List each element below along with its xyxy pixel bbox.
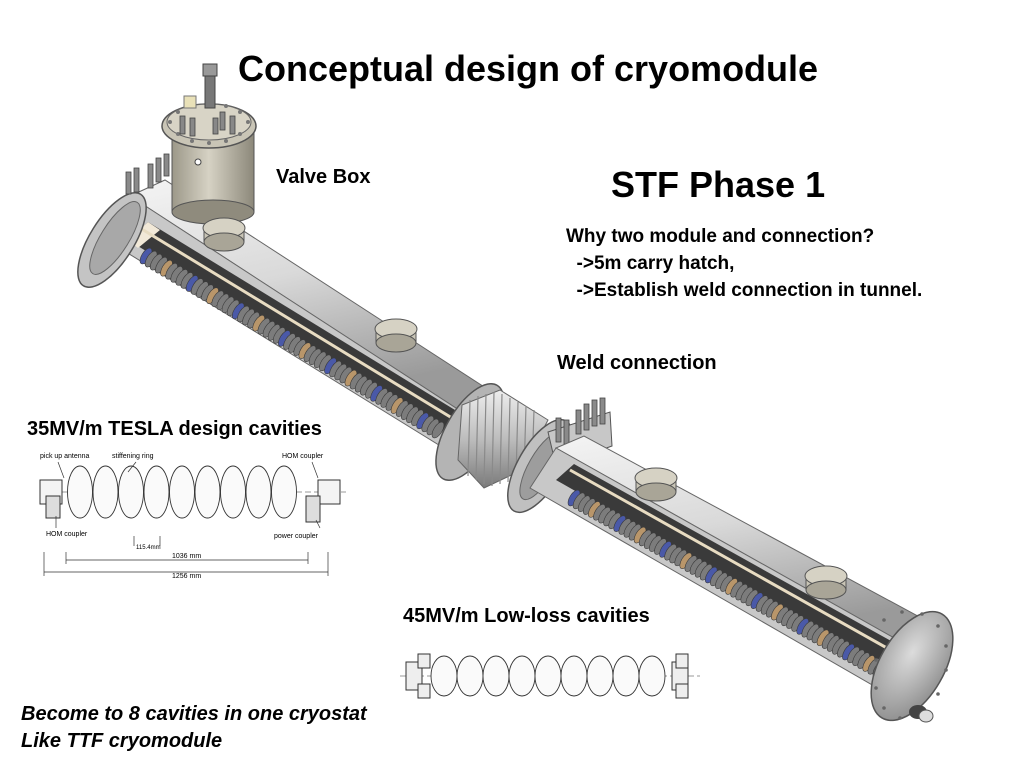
- tesla-cavity-drawing: pick up antenna stiffening ring HOM coup…: [39, 453, 346, 580]
- stiffening-ring-callout: stiffening ring: [112, 453, 154, 460]
- lowloss-cell: [456, 655, 484, 697]
- tesla-cell: [67, 465, 93, 519]
- tesla-cavities-label: 35MV/m TESLA design cavities: [27, 418, 322, 440]
- power-coupler-callout: power coupler: [274, 533, 319, 540]
- lowloss-cell: [638, 655, 666, 697]
- right-end-cap: [870, 610, 954, 723]
- lowloss-cell: [508, 655, 536, 697]
- hom-coupler-bottom-callout: HOM coupler: [46, 531, 88, 538]
- upper-service-port-1: [202, 217, 246, 252]
- tesla-cell: [245, 465, 272, 519]
- lowloss-cell: [586, 655, 614, 697]
- upper-service-port-2: [374, 318, 418, 353]
- pickup-antenna-callout: pick up antenna: [40, 453, 90, 460]
- slide-title: Conceptual design of cryomodule: [238, 48, 819, 89]
- why-line: ->5m carry hatch,: [566, 253, 735, 274]
- lowloss-cell: [612, 655, 640, 697]
- why-line: ->Establish weld connection in tunnel.: [566, 280, 923, 301]
- valve-box-label: Valve Box: [276, 166, 371, 188]
- lowloss-cell: [482, 655, 510, 697]
- tesla-cell: [194, 465, 221, 519]
- lowloss-cell: [534, 655, 562, 697]
- bottom-note: Become to 8 cavities in one cryostat Lik…: [21, 701, 367, 755]
- why-line: Why two module and connection?: [566, 226, 875, 247]
- active-length-dimension: 1036 mm: [172, 553, 201, 560]
- tesla-cell: [169, 465, 195, 519]
- lowloss-cavity-drawing: [400, 653, 700, 699]
- phase-heading: STF Phase 1: [611, 164, 826, 205]
- lower-service-port-1: [634, 467, 678, 502]
- upper-vacuum-vessel: [99, 179, 493, 451]
- upper-cavity-string: [139, 247, 445, 439]
- valve-box: [161, 63, 257, 225]
- hom-coupler-top-callout: HOM coupler: [282, 453, 324, 460]
- tesla-cell: [271, 465, 297, 519]
- lower-service-port-2: [804, 565, 848, 600]
- bottom-line: Become to 8 cavities in one cryostat: [21, 703, 367, 725]
- lowloss-cell: [560, 655, 588, 697]
- why-two-modules-note: Why two module and connection? ->5m carr…: [566, 223, 922, 304]
- tesla-cell: [143, 465, 170, 519]
- left-end-flange: [77, 191, 147, 289]
- cell-length-dimension: 115.4mm: [136, 545, 161, 551]
- cavity-cell: [431, 421, 445, 439]
- tesla-cell: [92, 465, 119, 519]
- valve-box-ports: [125, 153, 170, 195]
- tesla-cell: [118, 465, 144, 519]
- tesla-cell: [220, 465, 246, 519]
- bottom-line: Like TTF cryomodule: [21, 730, 223, 752]
- total-length-dimension: 1256 mm: [172, 573, 201, 580]
- lowloss-cell: [430, 655, 458, 697]
- lowloss-cavities-label: 45MV/m Low-loss cavities: [403, 605, 650, 627]
- weld-connection-label: Weld connection: [557, 352, 717, 374]
